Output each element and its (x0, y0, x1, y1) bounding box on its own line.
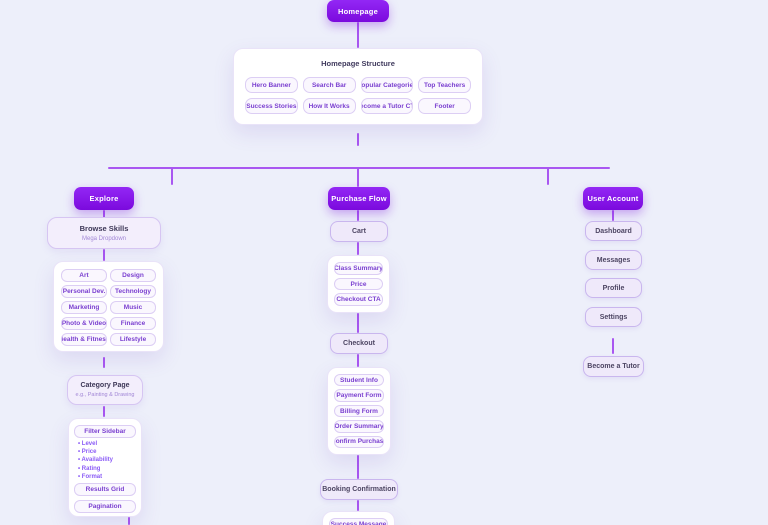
skill-category-pill[interactable]: Lifestyle (110, 333, 156, 346)
connector-explore-to-browse (103, 210, 105, 218)
filter-option: Price (78, 449, 136, 455)
connector-details-to-booking (357, 455, 359, 479)
category-page-title: Category Page (80, 382, 130, 389)
browse-skills-subtitle: Mega Dropdown (81, 236, 127, 242)
connector-cart-to-details (357, 242, 359, 255)
homepage-section-pill[interactable]: Hero Banner (245, 77, 298, 93)
homepage-section-pill[interactable]: Success Stories (245, 98, 298, 114)
connector-filter-bottom-stub (128, 517, 130, 525)
cart-detail-pill[interactable]: Class Summary (334, 262, 383, 275)
filter-sidebar-pill[interactable]: Filter Sidebar (74, 425, 136, 438)
connector-details-to-checkout (357, 313, 359, 333)
skill-category-pill[interactable]: Photo & Video (61, 317, 107, 330)
connector-rail-to-purchase (357, 168, 359, 187)
homepage-section-pill[interactable]: Top Teachers (418, 77, 471, 93)
connector-categorypage-to-filter (103, 406, 105, 417)
booking-confirmation-pill[interactable]: Booking Confirmation (320, 479, 398, 500)
skill-category-pill[interactable]: Music (110, 301, 156, 314)
skill-category-pill[interactable]: Finance (110, 317, 156, 330)
homepage-section-pill[interactable]: Popular Categories (360, 77, 414, 93)
connector-checkout-to-details (357, 354, 359, 367)
filter-option: Availability (78, 457, 136, 463)
connector-rail-stub-right (547, 168, 549, 185)
filter-options-list: LevelPriceAvailabilityRatingFormat (78, 441, 136, 480)
node-homepage[interactable]: Homepage (327, 0, 389, 22)
skill-category-pill[interactable]: Technology (110, 285, 156, 298)
connector-categories-to-categorypage (103, 357, 105, 368)
checkout-detail-pill[interactable]: Confirm Purchase (334, 435, 384, 449)
node-explore[interactable]: Explore (74, 187, 134, 210)
category-page-subtitle: e.g., Painting & Drawing (75, 392, 135, 398)
settings-pill[interactable]: Settings (585, 307, 642, 327)
filter-option: Format (78, 474, 136, 480)
filter-option: Rating (78, 466, 136, 472)
filter-sidebar-card: Filter Sidebar LevelPriceAvailabilityRat… (68, 418, 142, 517)
cart-pill[interactable]: Cart (330, 221, 388, 242)
skill-category-pill[interactable]: Health & Fitness (61, 333, 107, 346)
connector-rail-stub-left (171, 168, 173, 185)
checkout-detail-pill[interactable]: Billing Form (334, 404, 384, 418)
messages-pill[interactable]: Messages (585, 250, 642, 270)
checkout-detail-pill[interactable]: Student Info (334, 374, 384, 387)
homepage-section-pill[interactable]: How It Works (302, 98, 356, 114)
homepage-section-pill[interactable]: Footer (418, 98, 471, 114)
connector-purchase-to-cart (357, 210, 359, 221)
profile-pill[interactable]: Profile (585, 278, 642, 298)
node-user-account[interactable]: User Account (583, 187, 643, 210)
connector-homepage-to-structure (357, 22, 359, 48)
homepage-section-pill[interactable]: Become a Tutor CTA (360, 98, 414, 114)
connector-branch-rail (108, 167, 610, 169)
checkout-detail-pill[interactable]: Order Summary (334, 420, 384, 433)
connector-settings-to-tutor (612, 338, 614, 354)
dashboard-pill[interactable]: Dashboard (585, 221, 642, 241)
category-page-card[interactable]: Category Page e.g., Painting & Drawing (67, 375, 143, 405)
results-grid-pill[interactable]: Results Grid (74, 482, 136, 496)
connector-structure-stub (357, 133, 359, 146)
checkout-detail-pill[interactable]: Payment Form (334, 389, 384, 402)
cart-detail-pill[interactable]: Price (334, 277, 383, 291)
skill-category-pill[interactable]: Personal Dev. (61, 285, 107, 298)
browse-skills-card[interactable]: Browse Skills Mega Dropdown (47, 217, 161, 249)
homepage-section-pill[interactable]: Search Bar (302, 77, 356, 93)
booking-detail-pill[interactable]: Success Message (329, 518, 388, 525)
cart-detail-pill[interactable]: Checkout CTA (334, 293, 383, 307)
connector-user-to-dashboard (612, 210, 614, 221)
checkout-pill[interactable]: Checkout (330, 333, 388, 354)
skill-category-pill[interactable]: Marketing (61, 301, 107, 314)
skill-category-pill[interactable]: Design (110, 269, 156, 282)
connector-booking-to-details (357, 500, 359, 511)
skill-category-pill[interactable]: Art (61, 269, 107, 282)
become-a-tutor-pill[interactable]: Become a Tutor (583, 356, 644, 377)
filter-option: Level (78, 441, 136, 447)
homepage-structure-title: Homepage Structure (321, 59, 395, 68)
browse-skills-title: Browse Skills (79, 224, 129, 233)
pagination-pill[interactable]: Pagination (74, 499, 136, 513)
node-purchase-flow[interactable]: Purchase Flow (328, 187, 390, 210)
connector-browse-to-categories (103, 249, 105, 261)
booking-details-card: Success Message (322, 511, 395, 525)
